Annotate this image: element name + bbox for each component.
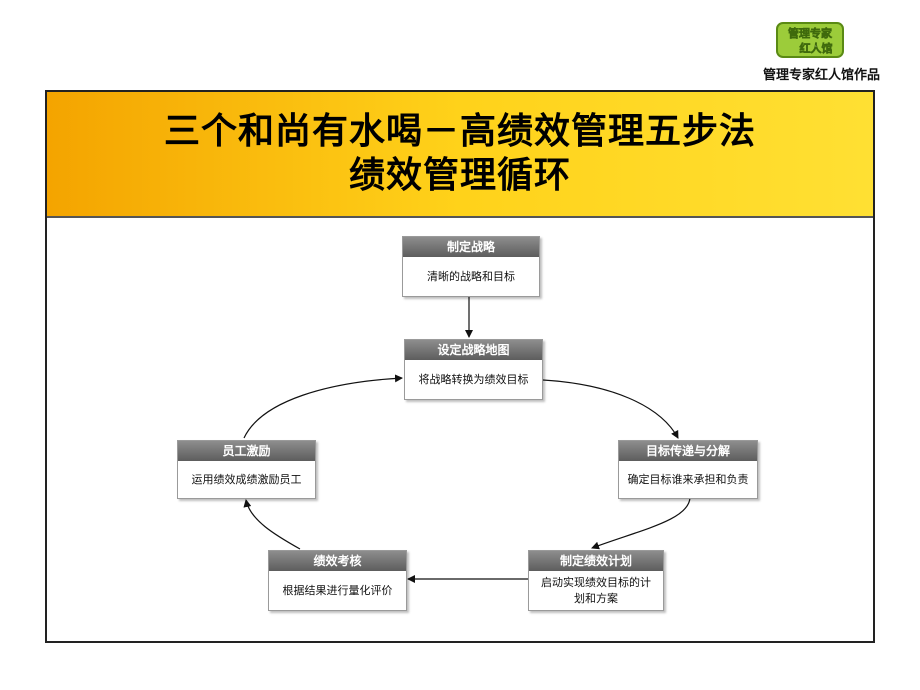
logo-text-line1: 管理专家	[788, 26, 833, 40]
node-decompose-title: 目标传递与分解	[619, 441, 757, 461]
brand-caption: 管理专家红人馆作品	[762, 68, 880, 83]
title-line2: 绩效管理循环	[348, 155, 571, 196]
node-assess-title: 绩效考核	[269, 551, 406, 571]
node-strategy-map: 设定战略地图 将战略转换为绩效目标	[404, 339, 543, 400]
node-plan: 制定绩效计划 启动实现绩效目标的计划和方案	[528, 550, 664, 611]
logo-text-line2: 红人馆	[800, 41, 833, 55]
title-banner: 三个和尚有水喝－高绩效管理五步法 绩效管理循环	[47, 92, 873, 218]
node-assess: 绩效考核 根据结果进行量化评价	[268, 550, 407, 611]
arrow-assess-to-motivate	[243, 499, 301, 550]
node-plan-title: 制定绩效计划	[529, 551, 663, 571]
arrow-decompose-to-plan	[591, 496, 691, 550]
node-decompose: 目标传递与分解 确定目标谁来承担和负责	[618, 440, 758, 499]
node-motivate: 员工激励 运用绩效成绩激励员工	[177, 440, 316, 499]
node-motivate-body: 运用绩效成绩激励员工	[191, 472, 302, 486]
node-decompose-body: 确定目标谁来承担和负责	[627, 472, 749, 486]
arrow-motivate-to-map	[243, 374, 403, 439]
node-strategy-map-body: 将战略转换为绩效目标	[418, 372, 529, 386]
node-assess-body: 根据结果进行量化评价	[282, 583, 393, 597]
title-line1: 三个和尚有水喝－高绩效管理五步法	[163, 111, 756, 152]
node-plan-body: 启动实现绩效目标的计划和方案	[541, 575, 651, 605]
brand-logo: 管理专家 红人馆	[776, 22, 844, 58]
node-strategy-title: 制定战略	[403, 237, 539, 257]
node-strategy-body: 清晰的战略和目标	[427, 269, 515, 283]
node-motivate-title: 员工激励	[178, 441, 315, 461]
arrow-map-to-decompose	[542, 379, 679, 439]
node-strategy: 制定战略 清晰的战略和目标	[402, 236, 540, 297]
node-strategy-map-title: 设定战略地图	[405, 340, 542, 360]
